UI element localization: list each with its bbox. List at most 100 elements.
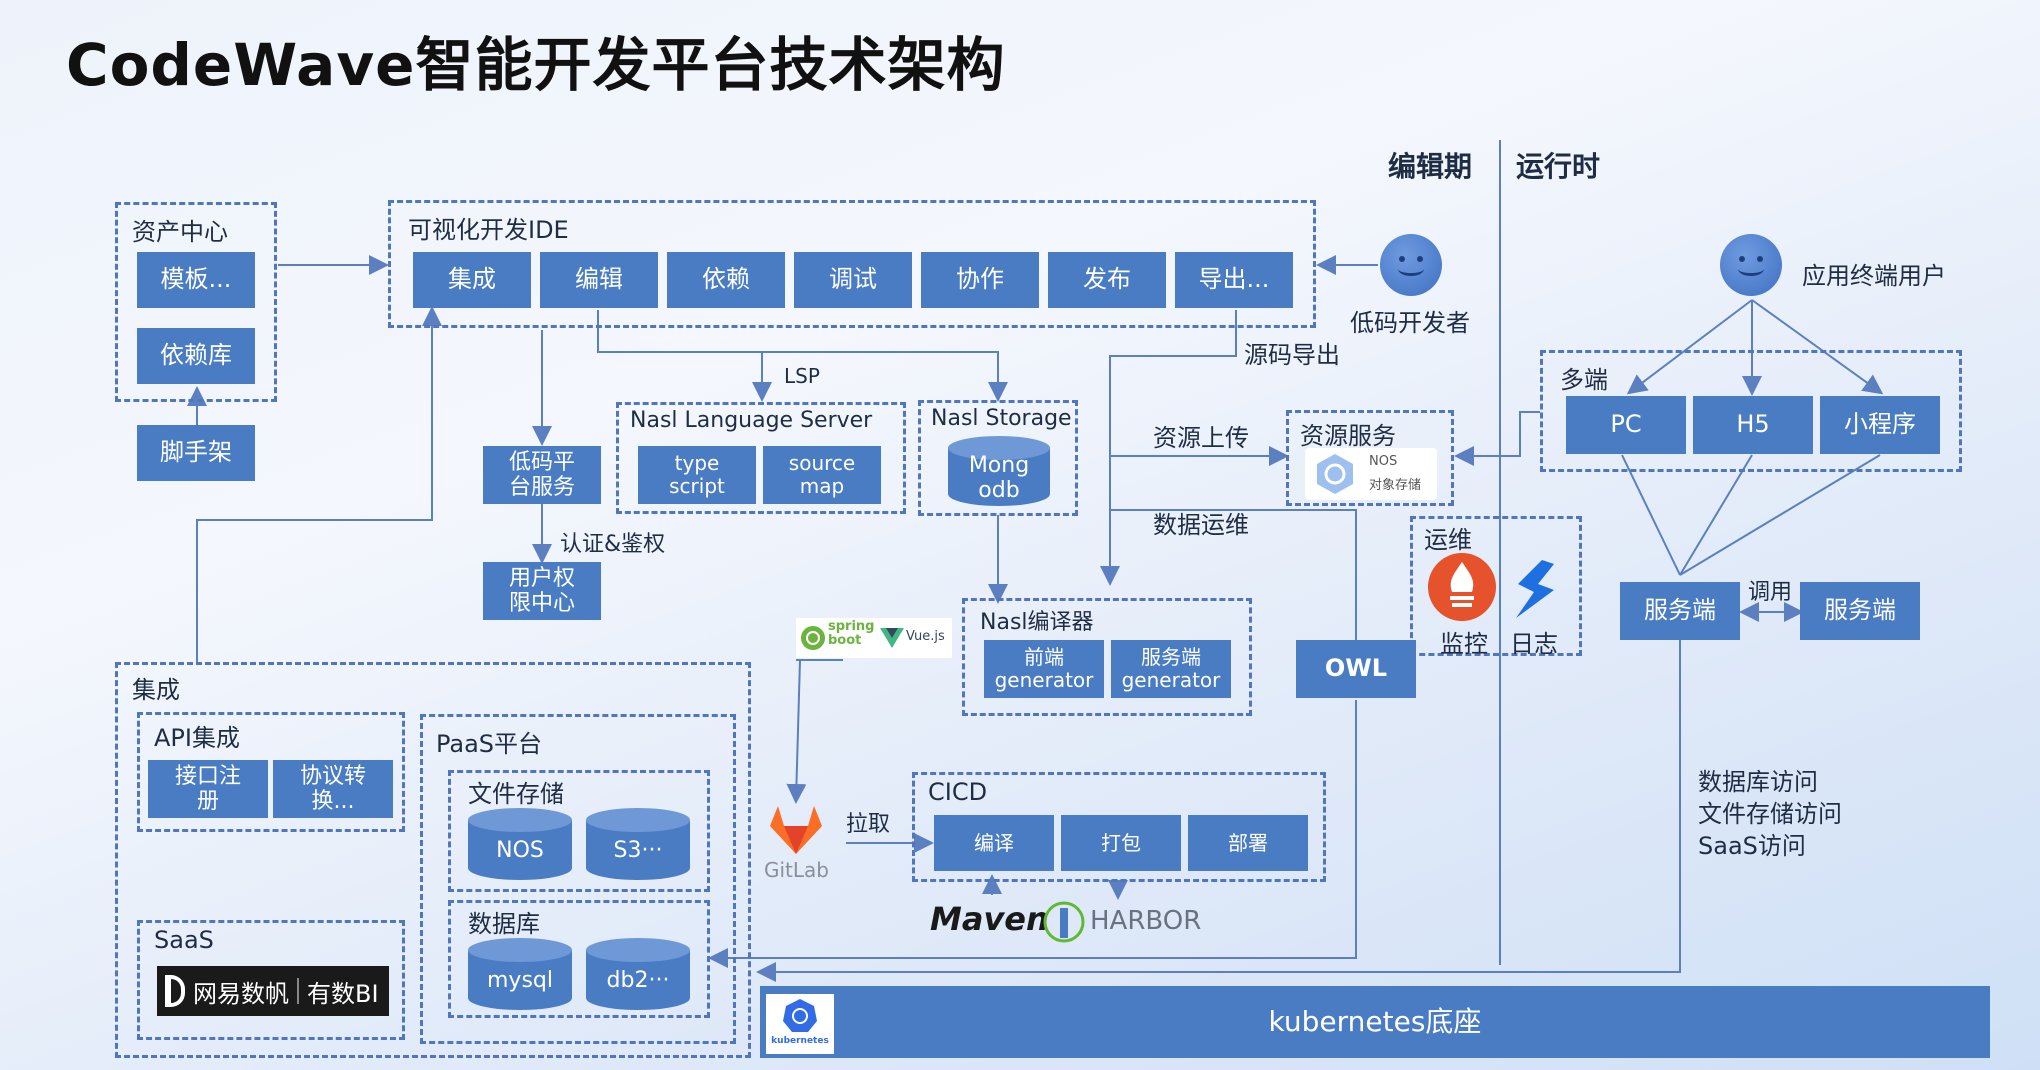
api-register-block: 接口注 册 (148, 760, 268, 818)
saas-group (137, 920, 405, 1040)
resource-service-group (1286, 410, 1454, 506)
gitlab-icon (770, 806, 822, 854)
multi-end-group (1540, 350, 1962, 472)
mysql-cylinder: mysql (468, 938, 572, 1010)
resource-service-label: 资源服务 (1300, 422, 1396, 450)
end-user-label: 应用终端用户 (1802, 262, 1946, 290)
typescript-block: type script (638, 446, 756, 504)
saas-brand-banner: 网易数帆 有数BI (157, 966, 389, 1016)
source-export-label: 源码导出 (1244, 341, 1340, 369)
maven-label: Maven (930, 900, 1049, 938)
database-label: 数据库 (468, 910, 540, 938)
ops-group (1410, 516, 1582, 656)
api-integration-label: API集成 (154, 724, 240, 752)
scaffold-block: 脚手架 (137, 425, 255, 481)
multi-end-label: 多端 (1560, 366, 1608, 394)
package-block: 打包 (1061, 815, 1181, 871)
file-storage-group (448, 770, 710, 892)
vuejs-icon (880, 628, 904, 648)
kubernetes-helm-icon (783, 999, 817, 1032)
file-access-label: 文件存储访问 (1698, 800, 1842, 828)
spring-vue-logos: spring boot Vue.js (796, 618, 952, 658)
data-ops-label: 数据运维 (1153, 511, 1249, 539)
mysql-cyl-label: mysql (487, 968, 553, 994)
page-title: CodeWave智能开发平台技术架构 (66, 31, 1006, 99)
resource-upload-label: 资源上传 (1153, 424, 1249, 452)
mongodb-label: Mong odb (968, 452, 1030, 503)
brand2-label: 有数BI (307, 979, 379, 1008)
lowcode-service-block: 低码平 台服务 (483, 446, 601, 504)
compile-block: 编译 (934, 815, 1054, 871)
lsp-label: LSP (784, 364, 820, 388)
paas-group (420, 714, 736, 1044)
ide-label: 可视化开发IDE (408, 216, 569, 244)
gitlab-label: GitLab (764, 858, 829, 882)
s3-cylinder: S3··· (586, 808, 690, 880)
kubernetes-base-block: kubernetes底座 (760, 986, 1990, 1058)
kubernetes-logo: kubernetes (766, 994, 834, 1054)
owl-block: OWL (1296, 640, 1416, 698)
call-label: 调用 (1748, 580, 1793, 605)
ide-tab-dependency: 依赖 (667, 252, 785, 308)
api-integration-group (137, 712, 405, 832)
ide-tab-publish: 发布 (1048, 252, 1166, 308)
run-time-header: 运行时 (1516, 150, 1601, 183)
user-center-block: 用户权 限中心 (483, 562, 601, 620)
ide-tab-debug: 调试 (794, 252, 912, 308)
nasl-storage-group (918, 400, 1078, 516)
brand-divider (297, 978, 299, 1004)
protocol-convert-block: 协议转 换... (273, 760, 393, 818)
edit-time-header: 编辑期 (1388, 150, 1473, 183)
paas-label: PaaS平台 (436, 730, 543, 758)
cicd-label: CICD (928, 778, 988, 806)
backend-generator-block: 服务端 generator (1111, 640, 1231, 698)
netease-logo-icon (165, 975, 185, 1007)
spring-boot-icon (801, 626, 825, 650)
ide-tab-export: 导出... (1175, 252, 1293, 308)
db-access-label: 数据库访问 (1698, 768, 1818, 796)
nos-cloud-icon (1317, 454, 1353, 494)
frontend-generator-block: 前端 generator (984, 640, 1104, 698)
ops-label: 运维 (1424, 526, 1472, 554)
integration-label: 集成 (132, 676, 180, 704)
deploy-block: 部署 (1188, 815, 1308, 871)
db2-cyl-label: db2··· (606, 968, 670, 994)
nasl-compiler-group (962, 598, 1252, 716)
integration-group (115, 662, 751, 1058)
log-service-icon (1516, 560, 1554, 618)
server-right-block: 服务端 (1800, 582, 1920, 640)
asset-center-group (115, 202, 277, 402)
miniapp-block: 小程序 (1820, 396, 1940, 454)
nos-cyl-label: NOS (496, 838, 544, 864)
harbor-label: HARBOR (1090, 906, 1202, 936)
ide-tab-integrate: 集成 (413, 252, 531, 308)
template-block: 模板... (137, 252, 255, 308)
pull-label: 拉取 (846, 812, 891, 837)
file-storage-label: 文件存储 (468, 780, 564, 808)
db2-cylinder: db2··· (586, 938, 690, 1010)
sourcemap-block: source map (763, 446, 881, 504)
nasl-storage-label: Nasl Storage (931, 406, 1072, 431)
nos-badge-sub: 对象存储 (1369, 478, 1422, 493)
pc-block: PC (1566, 396, 1686, 454)
ide-tab-edit: 编辑 (540, 252, 658, 308)
dep-lib-block: 依赖库 (137, 328, 255, 384)
nos-badge: NOS 对象存储 (1305, 448, 1437, 500)
harbor-icon (1043, 901, 1085, 943)
kubernetes-base-label: kubernetes底座 (1268, 1004, 1482, 1038)
mongodb-cylinder: Mong odb (948, 436, 1050, 506)
cicd-group (912, 772, 1326, 882)
s3-cyl-label: S3··· (613, 838, 663, 864)
nasl-compiler-label: Nasl编译器 (980, 610, 1094, 635)
developer-avatar-icon (1380, 234, 1442, 296)
auth-label: 认证&鉴权 (560, 532, 666, 557)
monitor-label: 监控 (1440, 630, 1488, 658)
spring-boot-label: spring boot (828, 619, 875, 649)
asset-center-label: 资产中心 (132, 218, 228, 246)
kubernetes-logo-text: kubernetes (771, 1036, 829, 1046)
h5-block: H5 (1693, 396, 1813, 454)
server-left-block: 服务端 (1620, 582, 1740, 640)
developer-label: 低码开发者 (1350, 309, 1470, 337)
brand1-label: 网易数帆 (193, 979, 289, 1008)
